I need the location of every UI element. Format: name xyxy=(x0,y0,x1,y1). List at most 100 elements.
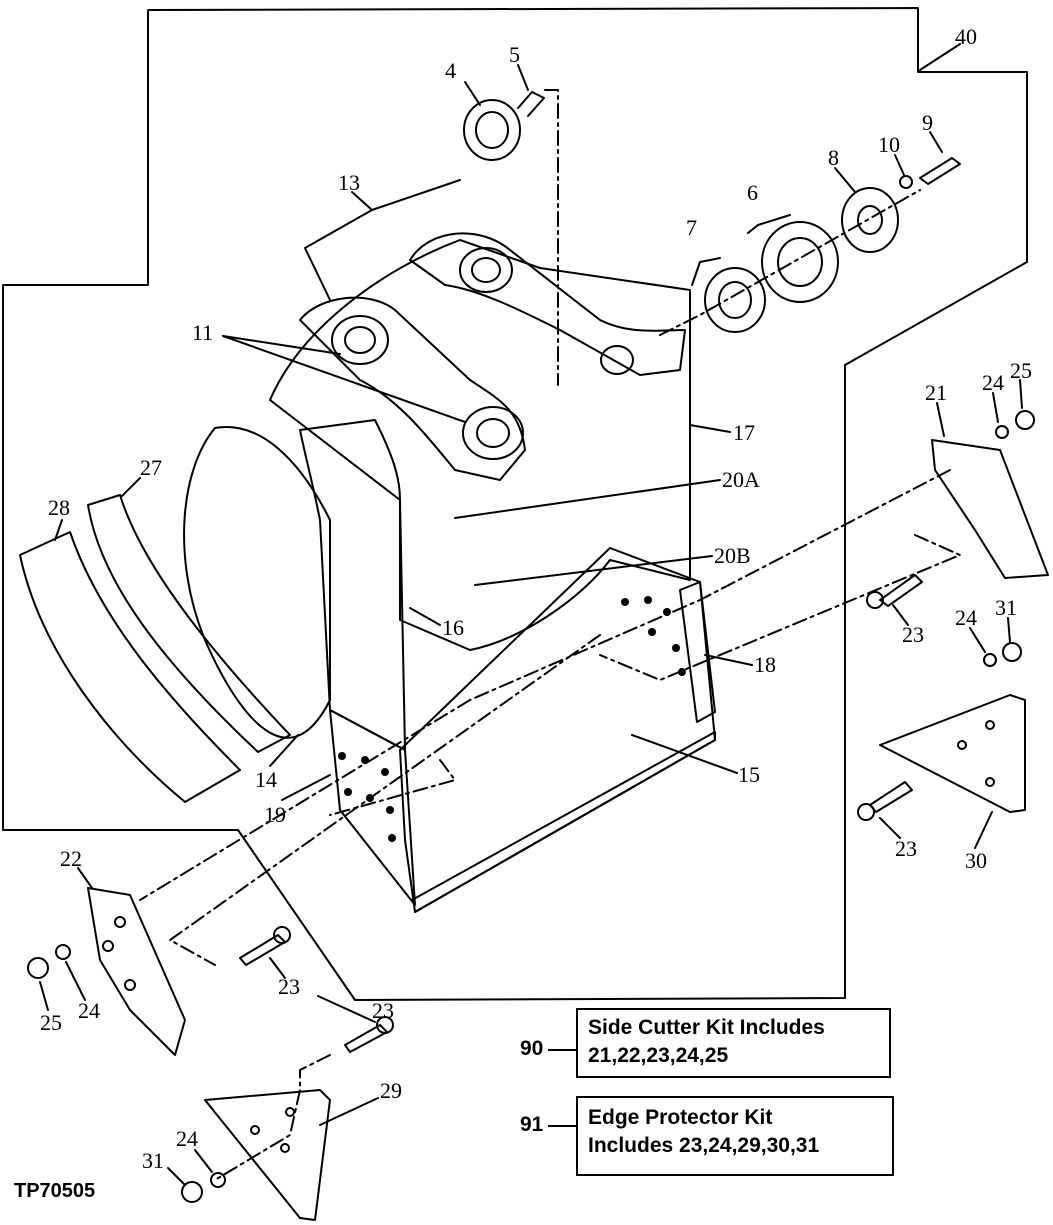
callout-24-right-lower: 24 xyxy=(955,605,977,630)
callout-23-left: 23 xyxy=(278,974,300,999)
washer-24-left xyxy=(55,944,71,960)
bucket-side-plate xyxy=(183,426,331,739)
centerline-side-right xyxy=(469,469,951,701)
wear-strip-28 xyxy=(19,531,241,803)
bucket-wrap-plate xyxy=(299,419,406,751)
side-cutter-left-hole2 xyxy=(102,940,114,952)
kit-91-number: 91 xyxy=(520,1113,544,1136)
leader-24c xyxy=(65,961,86,1001)
bolt-23-left xyxy=(239,934,286,966)
boss-ring-upper xyxy=(331,315,389,365)
callout-16: 16 xyxy=(442,615,464,640)
leader-17 xyxy=(689,424,731,433)
leader-16 xyxy=(409,607,441,626)
edge-protector-right-hole1 xyxy=(985,720,995,730)
boss-ring-lower-inner xyxy=(476,418,510,448)
callout-20a: 20A xyxy=(722,467,760,492)
washer-24-right xyxy=(995,425,1009,439)
leader-13a xyxy=(304,191,373,301)
side-mount-right xyxy=(679,581,716,723)
leader-8 xyxy=(834,167,856,193)
callout-23-lower: 23 xyxy=(372,998,394,1023)
callout-18: 18 xyxy=(754,652,776,677)
bushing-inner xyxy=(718,281,752,319)
callout-21: 21 xyxy=(925,380,947,405)
lock-washer xyxy=(899,175,913,189)
leader-11a xyxy=(222,335,341,355)
bucket-floor xyxy=(399,547,716,913)
hinge-ear-left xyxy=(299,296,526,481)
callout-9: 9 xyxy=(922,110,933,135)
bolt-head-23-lower xyxy=(376,1016,394,1034)
callout-22: 22 xyxy=(60,846,82,871)
washer-plate xyxy=(841,187,899,253)
callout-28: 28 xyxy=(48,495,70,520)
centerline-edge-left xyxy=(169,634,601,966)
side-cutter-left-hole1 xyxy=(114,916,126,928)
callout-24-lower: 24 xyxy=(176,1126,198,1151)
callout-19: 19 xyxy=(264,802,286,827)
leader-10 xyxy=(894,154,905,176)
edge-protector-kit-box: Edge Protector Kit Includes 23,24,29,30,… xyxy=(576,1096,894,1176)
leader-25a xyxy=(1019,379,1023,409)
bolt-head-23-right xyxy=(866,591,884,609)
callout-11: 11 xyxy=(192,320,213,345)
callout-25-right: 25 xyxy=(1010,358,1032,383)
nut-25-left xyxy=(27,957,49,979)
cap-screw xyxy=(919,157,961,185)
leader-29 xyxy=(319,1097,379,1126)
leader-9 xyxy=(929,131,943,153)
bolt-head-23-left xyxy=(273,926,291,944)
boss-ring-top xyxy=(459,247,513,293)
callout-23-right-lower: 23 xyxy=(895,836,917,861)
leader-18 xyxy=(704,654,753,666)
centerline-lower xyxy=(329,759,456,816)
callout-31-lower: 31 xyxy=(142,1148,164,1173)
edge-protector-right-hole3 xyxy=(985,777,995,787)
bolt-head-23-right-lower xyxy=(857,803,875,821)
bolt-23-lower xyxy=(344,1024,388,1053)
seal-ring-inner xyxy=(777,237,823,287)
leader-11b xyxy=(222,335,466,423)
callout-27: 27 xyxy=(140,455,162,480)
leader-24d xyxy=(194,1149,213,1173)
washer-24-lower xyxy=(210,1172,226,1188)
callout-20b: 20B xyxy=(714,543,751,568)
callout-30: 30 xyxy=(965,848,987,873)
edge-protector-left-hole2 xyxy=(285,1107,295,1117)
leader-23b xyxy=(879,817,901,839)
mount-holes xyxy=(338,596,686,842)
washer-24-right-lower xyxy=(983,653,997,667)
kit-91-line2: Includes 23,24,29,30,31 xyxy=(588,1134,820,1157)
leader-24b xyxy=(969,627,986,653)
callout-5: 5 xyxy=(509,42,520,67)
side-cutter-kit-box: Side Cutter Kit Includes 21,22,23,24,25 xyxy=(576,1008,891,1078)
washer-plate-hole xyxy=(857,205,883,235)
hinge-ear-right xyxy=(409,232,686,376)
leader-20b xyxy=(474,555,713,586)
kit-91-leader xyxy=(548,1125,576,1127)
leader-14 xyxy=(269,734,299,767)
leader-7 xyxy=(691,257,721,286)
centerline-bushing xyxy=(659,189,921,336)
leader-5 xyxy=(517,64,529,91)
callout-6: 6 xyxy=(747,180,758,205)
boss-ring-top-inner xyxy=(471,257,501,283)
leader-40 xyxy=(919,43,961,71)
centerline-pin xyxy=(544,89,559,386)
boss-ring-upper-inner xyxy=(344,326,376,354)
pin-retainer xyxy=(517,91,545,117)
edge-protector-left-hole3 xyxy=(280,1143,290,1153)
side-cutter-left-hole3 xyxy=(124,979,136,991)
nut-31-lower xyxy=(181,1181,203,1203)
leader-15 xyxy=(631,734,738,774)
leader-23d xyxy=(317,995,376,1023)
boss-ring-lower xyxy=(462,406,524,460)
leader-19 xyxy=(281,774,331,801)
leader-27 xyxy=(121,477,141,497)
edge-protector-left xyxy=(204,1089,331,1221)
figure-id: TP70505 xyxy=(14,1180,96,1202)
leader-31a xyxy=(1007,617,1011,643)
callout-8: 8 xyxy=(828,145,839,170)
